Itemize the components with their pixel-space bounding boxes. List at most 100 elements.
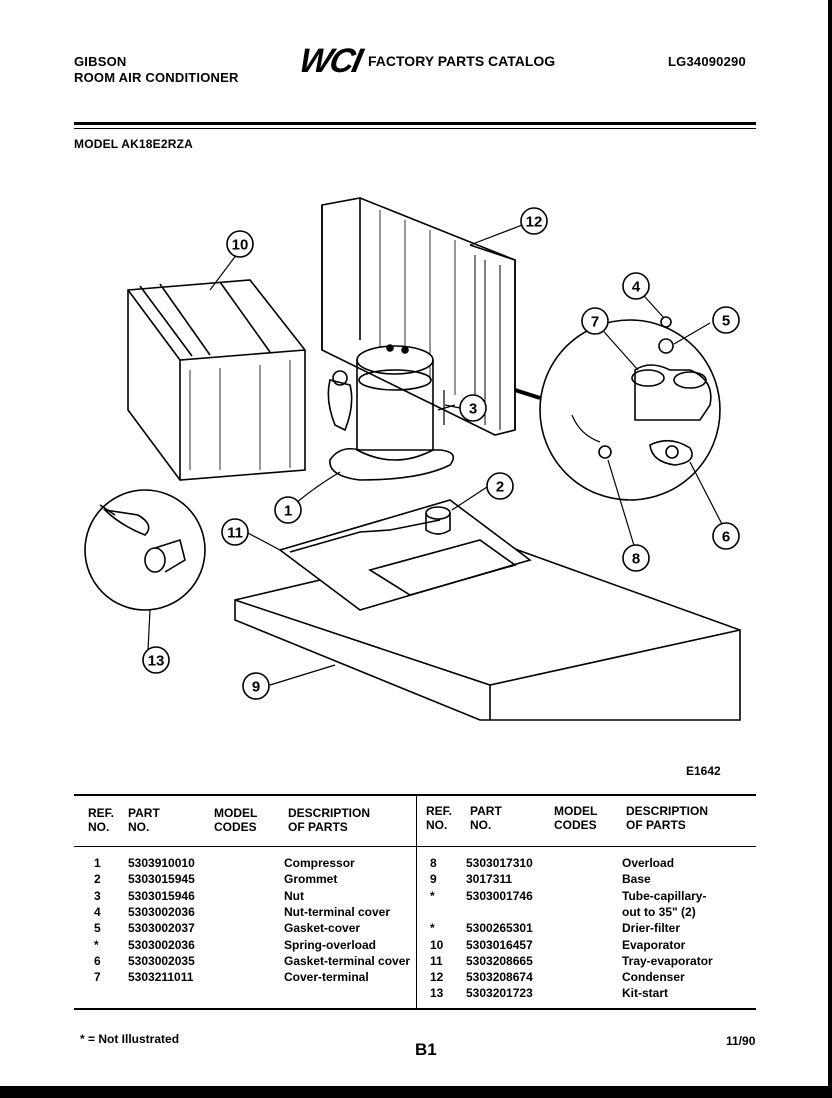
table-bottom-rule bbox=[74, 1008, 756, 1010]
description-cell: Gasket-cover bbox=[284, 921, 361, 936]
condenser-drawing bbox=[321, 197, 516, 436]
part-number-cell: 5303002036 bbox=[128, 937, 195, 952]
header-ref-no-right: REF.NO. bbox=[426, 804, 453, 832]
callout-2 bbox=[486, 472, 514, 500]
callout-8 bbox=[622, 544, 650, 572]
terminal-detail-circle bbox=[514, 316, 721, 501]
callout-label-6: 6 bbox=[722, 529, 730, 546]
ref-cell: 2 bbox=[94, 872, 101, 887]
table-header-rule bbox=[74, 846, 756, 847]
part-number-cell: 5303002037 bbox=[128, 921, 195, 936]
callout-label-4: 4 bbox=[632, 279, 641, 296]
part-number-cell: 5303910010 bbox=[128, 856, 195, 870]
callout-12 bbox=[520, 207, 548, 235]
ref-cell: 11 bbox=[430, 953, 443, 968]
callout-label-3: 3 bbox=[469, 401, 477, 418]
part-number-cell: 5303017310 bbox=[466, 856, 533, 870]
callout-10 bbox=[226, 230, 254, 258]
ref-cell: 10 bbox=[430, 937, 444, 952]
ref-cell: 9 bbox=[430, 872, 437, 887]
callout-label-11: 11 bbox=[227, 525, 243, 542]
description-cell: Tube-capillary- bbox=[622, 888, 707, 903]
part-number-cell: 5303001746 bbox=[466, 888, 533, 903]
product-name: ROOM AIR CONDITIONER bbox=[74, 70, 239, 85]
callout-circles bbox=[142, 207, 740, 700]
page-number: B1 bbox=[415, 1040, 437, 1059]
description-cell: Compressor bbox=[284, 856, 355, 870]
part-number-cell: 5303208674 bbox=[466, 970, 533, 985]
wci-logo: WCI bbox=[295, 42, 365, 80]
ref-cell: * bbox=[430, 921, 435, 936]
description-cell: Cover-terminal bbox=[284, 970, 369, 985]
brand-name: GIBSON bbox=[74, 54, 127, 69]
page-edge-right bbox=[828, 0, 832, 1098]
callout-1 bbox=[274, 496, 302, 524]
ref-cell: 13 bbox=[430, 986, 444, 1001]
description-cell: Evaporator bbox=[622, 937, 686, 952]
callout-label-9: 9 bbox=[252, 679, 260, 696]
callout-label-10: 10 bbox=[232, 237, 249, 254]
part-number-cell: 5303015945 bbox=[128, 872, 195, 887]
description-cell: out to 35" (2) bbox=[622, 904, 696, 919]
page-edge-bottom bbox=[0, 1086, 832, 1098]
part-number-cell: 3017311 bbox=[466, 872, 513, 887]
ref-cell: 5 bbox=[94, 921, 101, 936]
description-cell: Grommet bbox=[284, 872, 338, 887]
callout-label-8: 8 bbox=[632, 551, 640, 568]
callout-9 bbox=[242, 672, 270, 700]
start-kit-detail-circle bbox=[84, 489, 206, 611]
catalog-number: LG34090290 bbox=[668, 54, 746, 69]
ref-cell: 12 bbox=[430, 970, 444, 985]
callout-label-7: 7 bbox=[591, 314, 599, 331]
part-number-cell: 5303015946 bbox=[128, 888, 195, 903]
part-number-cell: 5303002035 bbox=[128, 953, 195, 968]
description-cell: Drier-filter bbox=[622, 921, 681, 936]
description-cell: Spring-overload bbox=[284, 937, 377, 952]
part-number-cell: 5303002036 bbox=[128, 904, 195, 919]
header-rule-thick bbox=[74, 122, 756, 125]
callout-6 bbox=[712, 522, 740, 550]
header-ref-no-left: REF.NO. bbox=[88, 806, 115, 834]
description-cell: Base bbox=[622, 872, 651, 887]
header-rule-thin bbox=[74, 128, 756, 129]
table-column-divider bbox=[416, 796, 417, 1008]
model-line: MODEL AK18E2RZA bbox=[74, 137, 194, 151]
callout-4 bbox=[622, 272, 650, 300]
ref-cell: 4 bbox=[94, 904, 101, 919]
callout-5 bbox=[712, 306, 740, 334]
part-number-cell: 5303211011 bbox=[128, 970, 194, 985]
base-and-tray-drawing bbox=[234, 499, 741, 721]
ref-cell: 1 bbox=[94, 856, 101, 870]
ref-cell: 8 bbox=[430, 856, 437, 870]
description-cell: Gasket-terminal cover bbox=[284, 953, 411, 968]
description-cell: Nut-terminal cover bbox=[284, 904, 391, 919]
callout-label-13: 13 bbox=[148, 653, 165, 670]
catalog-title: FACTORY PARTS CATALOG bbox=[368, 53, 556, 69]
callout-11 bbox=[221, 518, 249, 546]
ref-cell: 6 bbox=[94, 953, 101, 968]
exploded-parts-diagram: 1 2 3 4 5 6 7 8 9 10 11 12 13 bbox=[84, 197, 741, 721]
description-cell: Condenser bbox=[622, 970, 685, 985]
part-number-cell: 5303016457 bbox=[466, 937, 533, 952]
callout-13 bbox=[142, 646, 170, 674]
callout-label-2: 2 bbox=[496, 479, 504, 496]
callout-7 bbox=[581, 307, 609, 335]
figure-code: E1642 bbox=[686, 764, 721, 778]
part-number-cell: 5300265301 bbox=[466, 921, 533, 936]
revision-date: 11/90 bbox=[726, 1034, 756, 1048]
not-illustrated-note: * = Not Illustrated bbox=[80, 1032, 180, 1046]
description-cell: Kit-start bbox=[622, 986, 669, 1001]
table-top-rule bbox=[74, 794, 756, 796]
compressor-drawing bbox=[327, 344, 456, 481]
part-number-cell: 5303201723 bbox=[466, 986, 533, 1001]
ref-cell: 7 bbox=[94, 970, 101, 985]
description-cell: Overload bbox=[622, 856, 675, 870]
callout-3 bbox=[459, 394, 487, 422]
callout-label-5: 5 bbox=[722, 313, 730, 330]
